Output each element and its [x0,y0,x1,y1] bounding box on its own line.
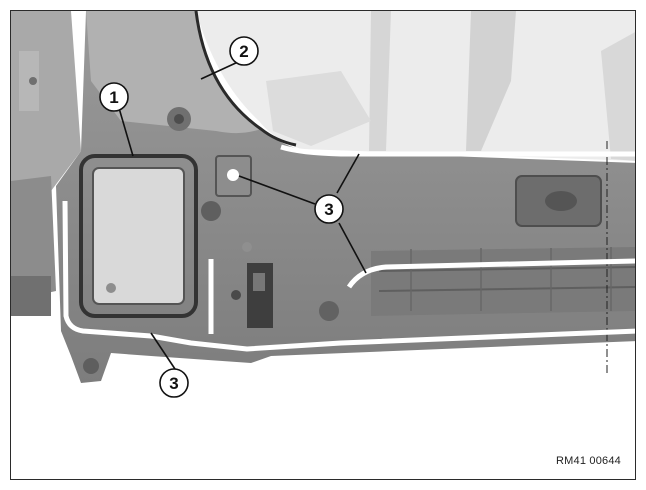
leader-line-3-c [338,222,367,274]
callout-2-label: 2 [239,42,248,61]
callout-1: 1 [99,82,129,112]
leader-line-3-d [150,332,176,370]
callout-3b: 3 [159,368,189,398]
seal-opening [79,154,198,318]
callout-2: 2 [229,36,259,66]
callout-3b-label: 3 [169,374,178,393]
window-opening-background [196,11,635,161]
leader-line-1 [118,107,134,157]
figure-frame: 1 2 3 3 RM41 00644 [10,10,636,480]
leader-line-3-a [238,175,316,205]
left-side-structure [11,11,81,316]
technical-illustration: 1 2 3 3 [11,11,635,398]
figure-reference-code: RM41 00644 [556,455,621,467]
callout-1-label: 1 [109,88,118,107]
callout-3a: 3 [314,194,344,224]
body-panel [56,11,635,383]
callout-3a-label: 3 [324,200,333,219]
sealing-bead-lines [62,11,635,352]
leader-line-3-b [336,153,360,194]
